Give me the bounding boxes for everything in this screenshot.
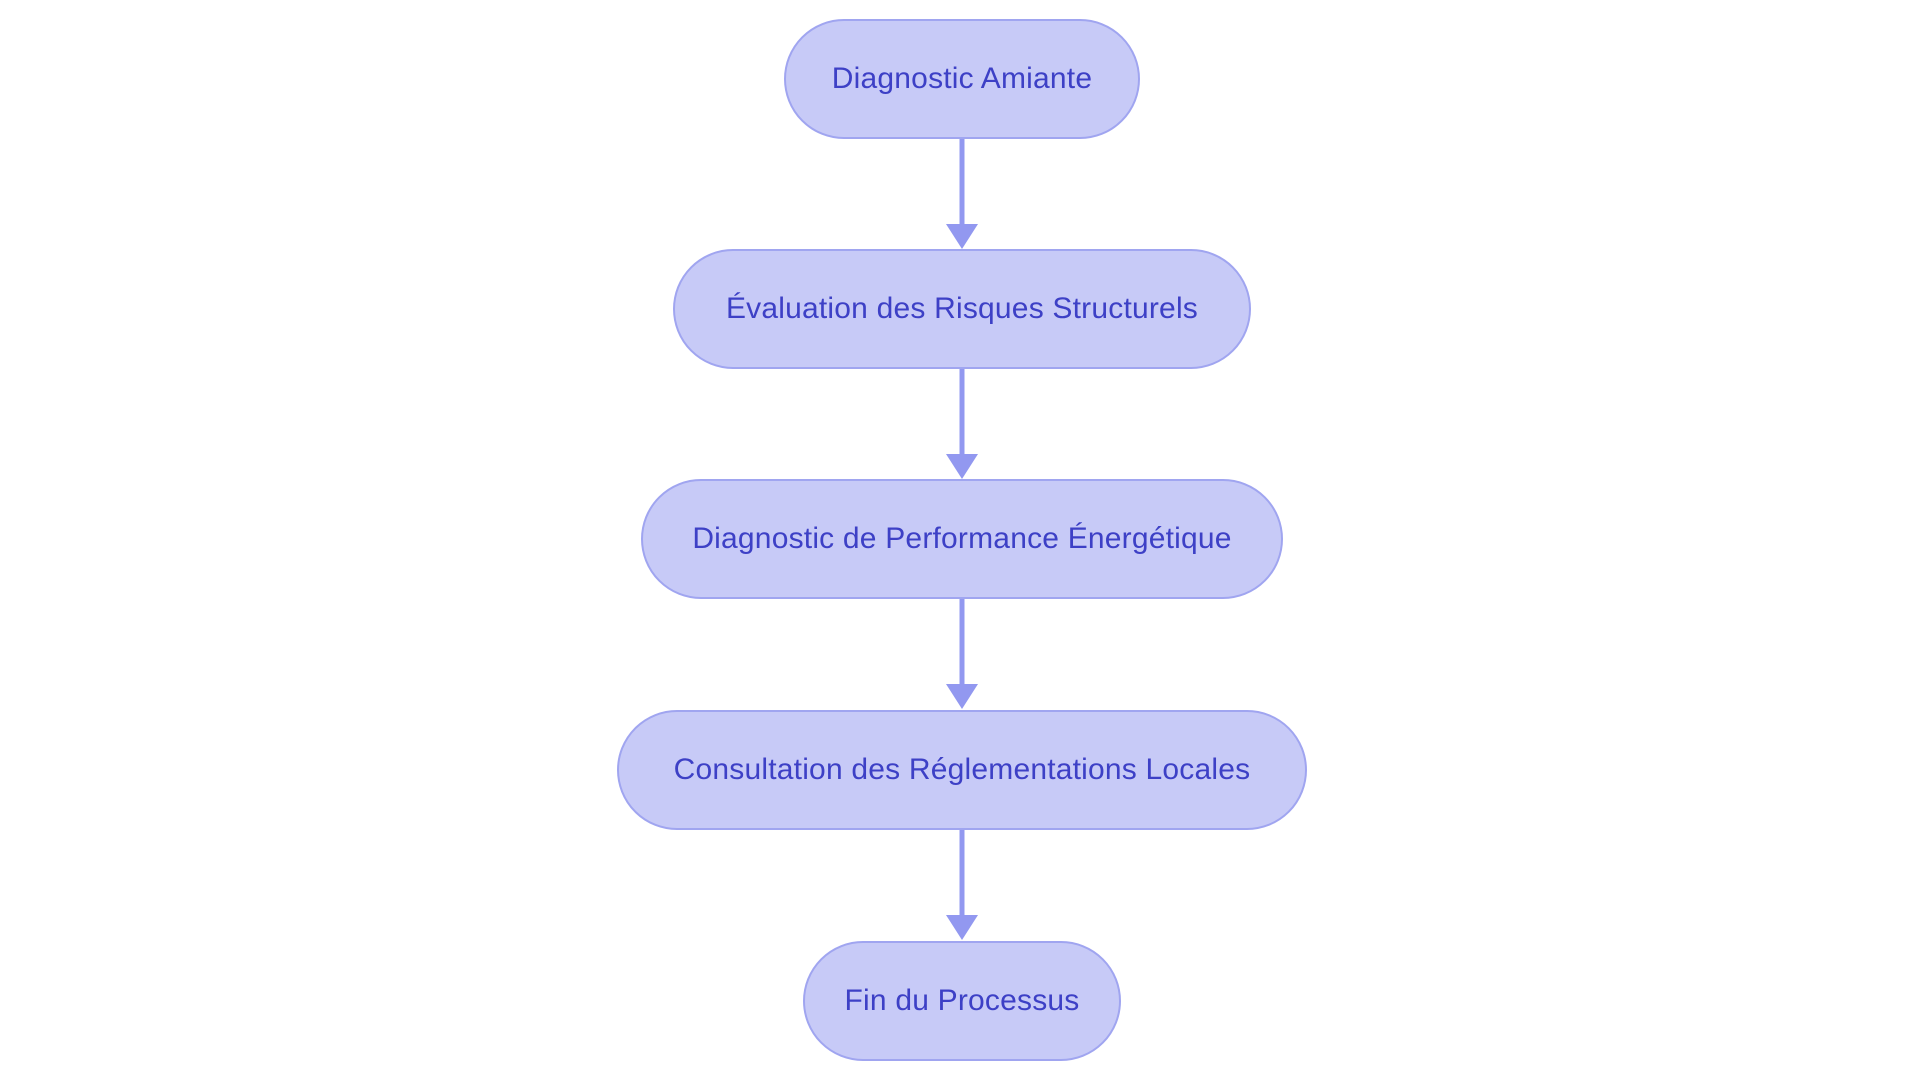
flow-edge-1 [946,139,978,249]
node-label: Consultation des Réglementations Locales [673,753,1251,786]
flow-edge-2 [946,369,978,479]
flow-edge-3 [946,599,978,709]
flow-node-fin-du-processus: Fin du Processus [803,941,1121,1061]
edge-line [959,830,965,915]
arrowhead-down-icon [946,915,978,940]
node-label: Fin du Processus [844,984,1080,1017]
node-label: Évaluation des Risques Structurels [725,292,1199,325]
node-label: Diagnostic Amiante [831,62,1093,95]
node-label: Diagnostic de Performance Énergétique [692,522,1232,555]
arrowhead-down-icon [946,454,978,479]
edge-line [959,369,965,454]
flow-node-diagnostic-performance-energetique: Diagnostic de Performance Énergétique [641,479,1283,599]
flow-edge-4 [946,830,978,940]
flow-node-consultation-reglementations-locales: Consultation des Réglementations Locales [617,710,1307,830]
arrowhead-down-icon [946,684,978,709]
arrowhead-down-icon [946,224,978,249]
edge-line [959,599,965,684]
flow-node-evaluation-risques-structurels: Évaluation des Risques Structurels [673,249,1251,369]
flow-node-diagnostic-amiante: Diagnostic Amiante [784,19,1140,139]
edge-line [959,139,965,224]
